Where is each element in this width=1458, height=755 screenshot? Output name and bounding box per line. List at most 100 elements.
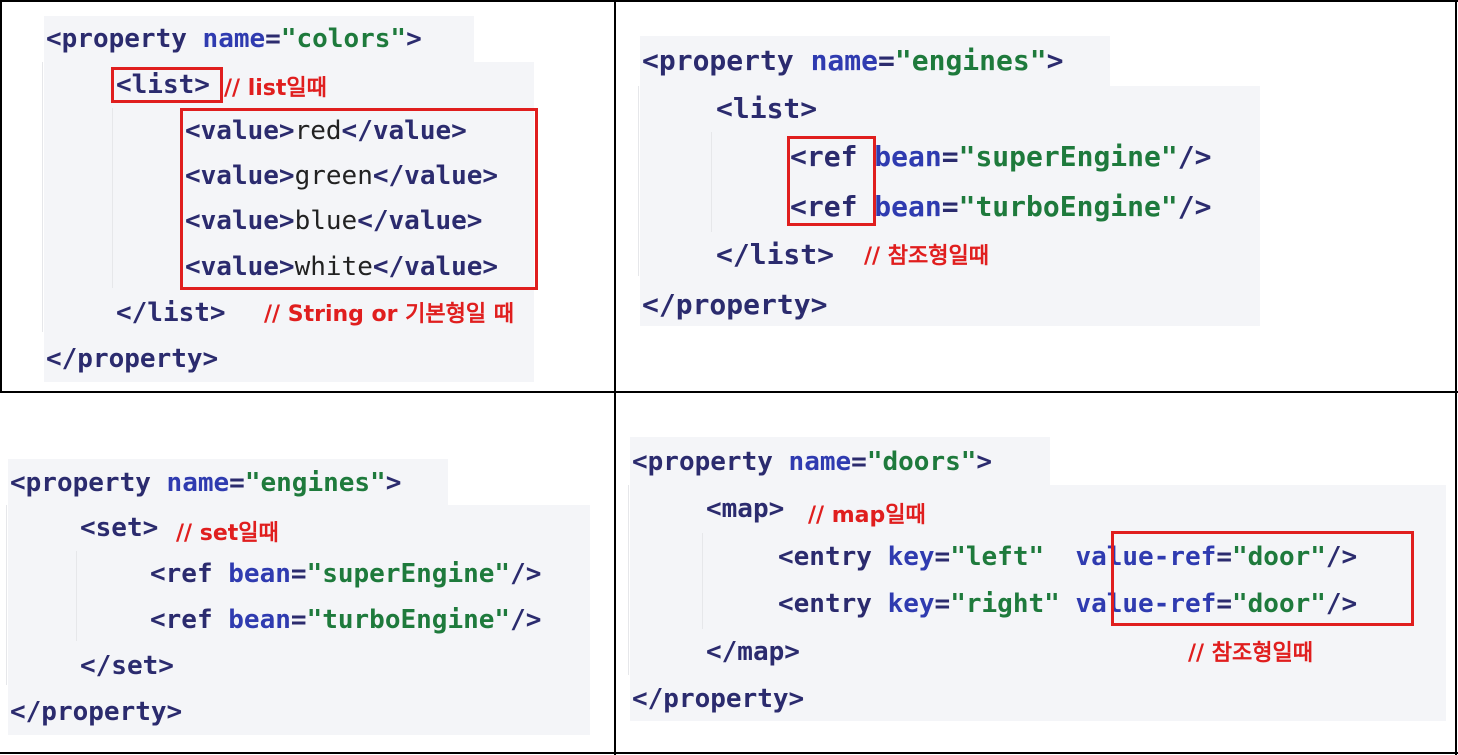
code-token-attr: bean: [228, 605, 291, 635]
code-line: </property>: [632, 675, 804, 723]
panel-map-entries: <property name="doors"> <map> <entry key…: [616, 393, 1455, 752]
code-block: <property name="colors"> <list> <value>r…: [2, 2, 498, 374]
code-token-tag: =: [941, 190, 959, 223]
code-token-tag: </value>: [372, 161, 499, 191]
code-token-tag: <list>: [716, 92, 818, 125]
grid-divider-horizontal: [0, 391, 1458, 393]
code-token-tag: <value>: [185, 161, 295, 191]
code-token-tag: </value>: [372, 252, 499, 282]
code-block: <property name="doors"> <map> <entry key…: [616, 393, 1357, 714]
code-line: <value>white</value>: [185, 244, 498, 290]
code-token-tag: </list>: [116, 298, 226, 328]
code-token-attr: bean: [874, 140, 942, 173]
code-token-tag: <ref: [790, 140, 875, 173]
code-line: <set>: [80, 505, 158, 551]
grid-border-bottom: [0, 752, 1458, 754]
annotation-string-primitive: // String or 기본형일 때: [264, 302, 515, 327]
code-token-tag: =: [941, 140, 959, 173]
code-token-attr: key: [887, 542, 935, 572]
grid-border-right: [1455, 0, 1457, 755]
code-line: <map>: [706, 485, 784, 533]
code-token-str: "turboEngine": [958, 190, 1178, 223]
code-token-attr: key: [887, 589, 935, 619]
code-token-txt: green: [294, 161, 373, 191]
code-token-tag: =: [229, 468, 245, 498]
annotation-set: // set일때: [176, 521, 279, 546]
code-token-tag: </list>: [716, 238, 835, 271]
highlight-box-value-ref: [1111, 531, 1414, 626]
code-line: <property name="doors">: [632, 438, 992, 486]
code-line: </property>: [10, 689, 182, 735]
code-token-str: "doors": [866, 447, 977, 477]
code-token-tag: <value>: [185, 206, 295, 236]
annotation-list: // list일때: [224, 76, 327, 101]
code-token-str: "engines": [244, 468, 386, 498]
highlight-box-values: [180, 108, 538, 290]
code-line: </property>: [46, 336, 218, 382]
code-token-str: "right": [950, 589, 1060, 619]
code-token-attr: value-ref: [1075, 589, 1217, 619]
code-token-tag: >: [976, 447, 993, 477]
highlight-box-list: [111, 67, 223, 103]
code-token-attr: name: [810, 44, 879, 77]
code-line: <property name="engines">: [642, 36, 1063, 86]
code-token-tag: [1060, 589, 1076, 619]
code-line: </set>: [80, 643, 174, 689]
code-line: </list>: [116, 290, 226, 336]
grid-border-top: [0, 0, 1458, 2]
code-token-tag: <property: [642, 44, 811, 77]
panel-list-values: <property name="colors"> <list> <value>r…: [2, 2, 614, 391]
code-token-tag: />: [510, 559, 542, 589]
panel-list-refs: <property name="engines"> <list> <ref be…: [616, 2, 1455, 391]
code-token-tag: <ref: [150, 559, 229, 589]
code-token-attr: value-ref: [1075, 542, 1217, 572]
code-token-tag: />: [510, 605, 542, 635]
code-token-tag: =: [265, 24, 281, 54]
code-line: </map>: [706, 628, 800, 676]
code-token-attr: name: [788, 447, 852, 477]
code-token-tag: <list>: [116, 70, 210, 100]
code-token-tag: </property>: [642, 288, 828, 321]
code-token-str: "superEngine": [958, 140, 1178, 173]
code-token-tag: </property>: [632, 684, 805, 714]
panel-set-refs: <property name="engines"> <set> <ref bea…: [0, 393, 614, 752]
code-token-tag: =: [1216, 589, 1232, 619]
code-line: <list>: [116, 62, 210, 108]
annotation-reference-type: // 참조형일때: [1188, 641, 1313, 666]
code-token-tag: >: [406, 24, 422, 54]
code-token-tag: <ref: [790, 190, 875, 223]
code-token-tag: <ref: [150, 605, 229, 635]
code-token-str: "engines": [894, 44, 1047, 77]
code-token-attr: bean: [228, 559, 291, 589]
code-token-tag: =: [851, 447, 867, 477]
code-token-str: "turboEngine": [306, 605, 511, 635]
code-token-tag: <property: [632, 447, 789, 477]
code-line: <value>red</value>: [185, 108, 467, 154]
code-token-tag: =: [290, 605, 307, 635]
code-token-str: "left": [950, 542, 1045, 572]
code-token-tag: />: [1325, 589, 1358, 619]
code-line: </property>: [642, 280, 827, 330]
grid-divider-vertical: [614, 0, 616, 755]
code-token-tag: <property: [46, 24, 203, 54]
code-line: <property name="engines">: [10, 460, 401, 506]
code-token-tag: <value>: [185, 252, 295, 282]
code-token-tag: />: [1177, 190, 1212, 223]
code-token-tag: </set>: [80, 651, 174, 681]
code-line: <ref bean="turboEngine"/>: [150, 597, 541, 643]
code-token-txt: white: [294, 252, 373, 282]
code-token-tag: <value>: [185, 116, 295, 146]
code-token-str: "superEngine": [306, 559, 511, 589]
code-token-tag: =: [934, 589, 951, 619]
annotation-reference-type: // 참조형일때: [864, 244, 989, 269]
code-line: <property name="colors">: [46, 16, 422, 62]
code-line: <ref bean="turboEngine"/>: [790, 182, 1211, 232]
grid-border-left: [0, 0, 2, 393]
code-token-tag: =: [878, 44, 895, 77]
code-token-str: "colors": [280, 24, 407, 54]
code-token-tag: =: [934, 542, 951, 572]
code-token-tag: <entry: [778, 589, 888, 619]
code-token-tag: <entry: [778, 542, 888, 572]
code-token-tag: <set>: [80, 513, 159, 543]
